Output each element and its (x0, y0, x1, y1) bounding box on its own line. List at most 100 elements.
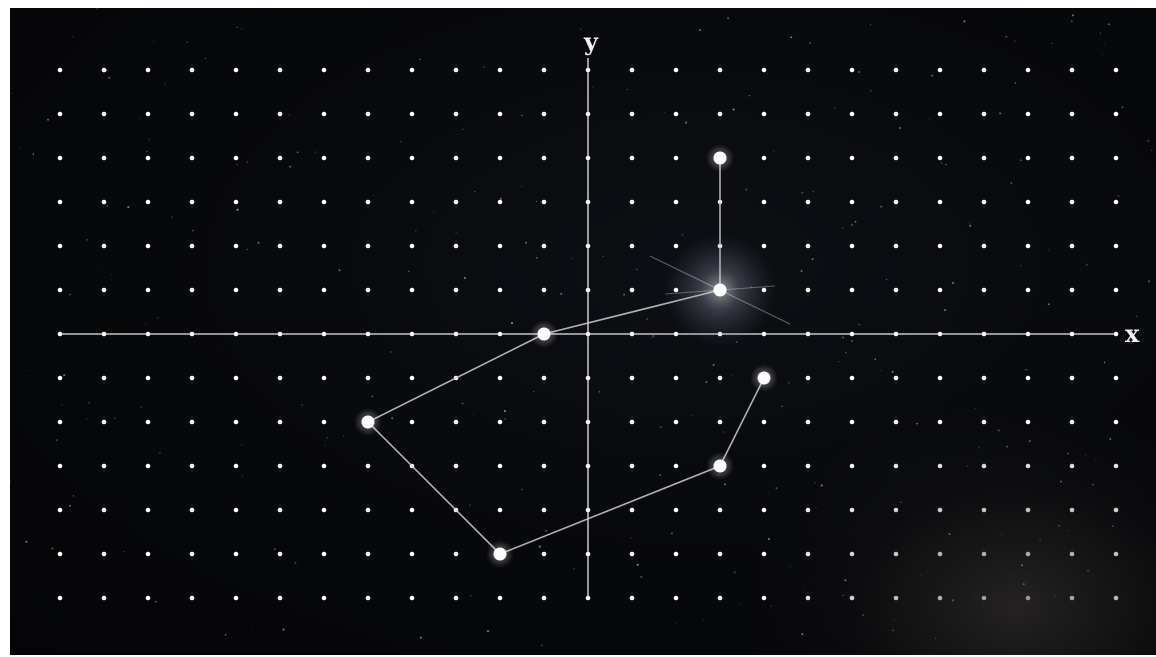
grid-dot (498, 112, 503, 117)
grid-dot (982, 420, 987, 425)
background-star (457, 134, 458, 135)
grid-dot (982, 376, 987, 381)
grid-dot (938, 200, 943, 205)
grid-dot (278, 156, 283, 161)
background-star (1067, 453, 1069, 455)
grid-dot (190, 508, 195, 513)
background-star (671, 532, 673, 534)
grid-dot (674, 596, 679, 601)
background-star (464, 277, 466, 279)
grid-dot (58, 552, 63, 557)
grid-dot (278, 508, 283, 513)
grid-dot (542, 552, 547, 557)
grid-dot (102, 200, 107, 205)
grid-dot (894, 68, 899, 73)
grid-dot (542, 464, 547, 469)
background-star (703, 619, 704, 620)
grid-dot (1026, 596, 1031, 601)
grid-dot (850, 288, 855, 293)
grid-dot (102, 464, 107, 469)
grid-dot (674, 68, 679, 73)
background-star (929, 118, 930, 119)
background-star (1151, 149, 1153, 151)
background-star (487, 630, 489, 632)
grid-dot (982, 112, 987, 117)
background-star (627, 89, 629, 91)
y-axis-label: y (583, 27, 599, 56)
grid-dot (366, 156, 371, 161)
background-star (325, 444, 326, 445)
background-star (433, 211, 434, 212)
background-star (859, 324, 861, 326)
background-star (289, 114, 290, 115)
grid-dot (1114, 464, 1119, 469)
grid-dot (58, 244, 63, 249)
background-star (246, 161, 248, 163)
grid-dot (674, 552, 679, 557)
grid-dot (58, 68, 63, 73)
grid-dot (938, 508, 943, 513)
background-star (373, 195, 374, 196)
background-star (73, 36, 74, 37)
background-star (150, 65, 151, 66)
background-star (682, 234, 683, 235)
constellation-star (714, 460, 727, 473)
grid-dot (1026, 552, 1031, 557)
background-star (660, 426, 662, 428)
grid-dot (1114, 156, 1119, 161)
grid-dot (322, 156, 327, 161)
grid-dot (498, 464, 503, 469)
grid-dot (630, 508, 635, 513)
grid-dot (850, 552, 855, 557)
background-star (821, 484, 823, 486)
background-star (580, 29, 581, 30)
grid-dot (982, 156, 987, 161)
background-star (842, 594, 844, 596)
background-star (222, 350, 223, 351)
background-star (236, 27, 237, 28)
grid-dot (102, 112, 107, 117)
background-star (511, 322, 513, 324)
background-star (1015, 82, 1016, 83)
grid-dot (806, 596, 811, 601)
background-star (140, 406, 142, 408)
background-star (815, 507, 816, 508)
background-star (474, 191, 475, 192)
background-star (1039, 539, 1040, 540)
grid-dot (542, 288, 547, 293)
grid-dot (146, 376, 151, 381)
grid-dot (1070, 156, 1075, 161)
background-star (236, 164, 237, 165)
background-star (86, 239, 87, 240)
grid-dot (454, 464, 459, 469)
background-star (602, 256, 604, 257)
background-star (1104, 44, 1105, 45)
grid-dot (190, 244, 195, 249)
background-star (283, 629, 285, 631)
background-star (1029, 440, 1031, 442)
background-star (767, 74, 768, 75)
background-star (47, 119, 49, 121)
background-star (880, 370, 881, 371)
grid-dot (1026, 376, 1031, 381)
grid-dot (366, 376, 371, 381)
grid-dot (234, 464, 239, 469)
grid-dot (630, 156, 635, 161)
background-star (124, 551, 125, 552)
grid-dot (674, 420, 679, 425)
background-star (192, 230, 194, 232)
grid-dot (894, 464, 899, 469)
background-star (623, 294, 625, 296)
constellation-star (714, 284, 727, 297)
grid-dot (322, 288, 327, 293)
grid-dot (982, 244, 987, 249)
grid-dot (850, 508, 855, 513)
background-star (834, 108, 835, 109)
background-star (952, 282, 954, 284)
grid-dot (498, 68, 503, 73)
background-star (713, 364, 715, 366)
grid-dot (542, 112, 547, 117)
background-star (145, 324, 146, 325)
grid-dot (630, 420, 635, 425)
background-star (1071, 20, 1073, 22)
